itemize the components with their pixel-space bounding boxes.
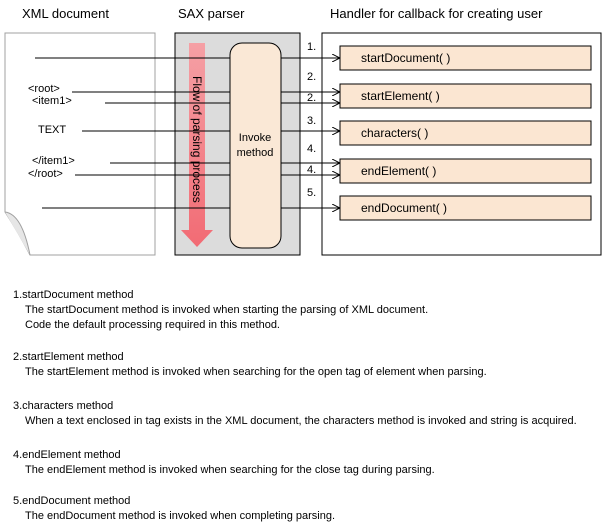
xml-document-header: XML document <box>22 6 109 21</box>
method-box-startElement <box>339 83 592 109</box>
description-endElement: 4.endElement method The endElement metho… <box>13 448 435 478</box>
step-number: 3. <box>307 115 316 127</box>
step-number: 4. <box>307 143 316 155</box>
description-line: The endDocument method is invoked when c… <box>25 510 336 522</box>
doc-line-text: TEXT <box>38 124 67 136</box>
method-label-startDocument: startDocument( ) <box>361 51 450 65</box>
description-line: The startElement method is invoked when … <box>25 366 487 378</box>
description-line: The endElement method is invoked when se… <box>25 464 435 476</box>
doc-line-root-open: <root> <box>28 83 60 95</box>
flow-arrow <box>181 43 213 247</box>
description-title: 5.endDocument method <box>13 495 131 507</box>
description-characters: 3.characters method When a text enclosed… <box>13 399 577 429</box>
page-fold <box>4 211 31 256</box>
description-title: 3.characters method <box>13 400 114 412</box>
description-title: 2.startElement method <box>13 351 124 363</box>
invoke-label-line-2: method <box>237 147 274 159</box>
doc-line-root-close: </root> <box>28 168 63 180</box>
description-endDocument: 5.endDocument method The endDocument met… <box>13 494 335 524</box>
description-title: 4.endElement method <box>13 449 121 461</box>
description-startDocument: 1.startDocument method The startDocument… <box>13 288 428 333</box>
method-box-endDocument <box>339 195 592 221</box>
step-number: 1. <box>307 41 316 53</box>
description-line: When a text enclosed in tag exists in th… <box>25 415 577 427</box>
description-startElement: 2.startElement method The startElement m… <box>13 350 487 380</box>
step-number: 2. <box>307 71 316 83</box>
method-label-endElement: endElement( ) <box>361 164 436 178</box>
method-label-characters: characters( ) <box>361 126 428 140</box>
doc-line-item1-close: </item1> <box>32 155 75 167</box>
method-box-endElement <box>339 158 592 184</box>
step-number: 5. <box>307 187 316 199</box>
invoke-label-line-1: Invoke <box>239 132 271 144</box>
method-label-startElement: startElement( ) <box>361 89 440 103</box>
doc-line-item1-open: <item1> <box>32 95 72 107</box>
step-number: 2. <box>307 92 316 104</box>
invoke-method-box <box>229 42 282 249</box>
method-box-startDocument <box>339 45 592 71</box>
handler-header: Handler for callback for creating user <box>330 6 543 21</box>
method-box-characters <box>339 120 592 146</box>
xml-document-page <box>4 32 156 256</box>
sax-diagram: Flow of parsing process Invoke method 1.… <box>4 32 602 256</box>
description-line: Code the default processing required in … <box>25 319 280 331</box>
description-title: 1.startDocument method <box>13 289 134 301</box>
description-line: The startDocument method is invoked when… <box>25 304 429 316</box>
sax-parser-header: SAX parser <box>178 6 245 21</box>
step-number: 4. <box>307 164 316 176</box>
method-label-endDocument: endDocument( ) <box>361 201 447 215</box>
flow-label: Flow of parsing process <box>190 76 204 203</box>
